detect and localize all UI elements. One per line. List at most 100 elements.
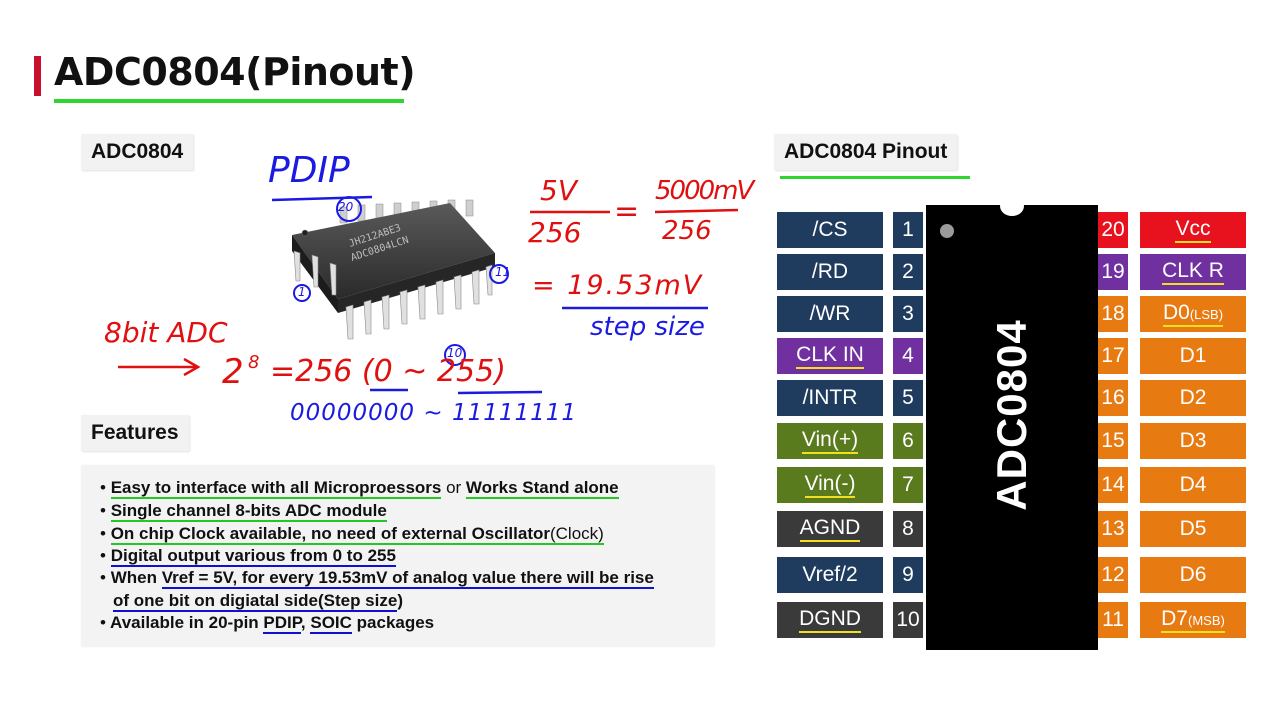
pin-name-18: D0(LSB) [1140,296,1246,332]
pin-name-17: D1 [1140,338,1246,374]
pin-label: AGND [799,516,861,542]
pin-label-text: D2 [1179,386,1207,409]
step-size-label: step size [590,312,705,342]
pin-label: CLK IN [796,343,864,369]
feature-item: • Easy to interface with all Microproess… [100,478,619,499]
pin-label-text: CLK R [1162,259,1224,282]
power-result: =256 (0 ~ 255) [270,354,506,389]
pin1-mark: 1 [298,285,306,299]
pin10-mark: 10 [447,346,463,360]
eq1-numerator: 5V [540,174,577,207]
title-underline [54,99,404,103]
pin-name-1: /CS [777,212,883,248]
feature-item: • Single channel 8-bits ADC module [100,501,387,522]
pin-label: /RD [811,260,849,283]
pin-label: /CS [812,218,848,241]
pin-label-text: D0 [1162,301,1190,324]
pin-label: D3 [1180,429,1207,453]
pin-number-7: 7 [893,467,923,503]
pin-name-12: D6 [1140,557,1246,593]
pin-label: D1 [1180,344,1207,368]
pin-label-text: D4 [1179,473,1207,496]
pin-number-11: 11 [1098,602,1128,638]
pin-number-10: 10 [893,602,923,638]
pin-number-18: 18 [1098,296,1128,332]
chip-label-box: ADC0804 [81,134,194,170]
pin-number-1: 1 [893,212,923,248]
pin-number-2: 2 [893,254,923,290]
feature-item: • On chip Clock available, no need of ex… [100,524,604,545]
pin-number-9: 9 [893,557,923,593]
pin-number-8: 8 [893,511,923,547]
pin-name-14: D4 [1140,467,1246,503]
chip-body [926,205,1098,650]
pin-name-15: D3 [1140,423,1246,459]
pin-name-13: D5 [1140,511,1246,547]
pin-label: /WR [809,302,851,325]
eq1-denominator: 256 [528,216,582,249]
feature-item-continued: of one bit on digiatal side(Step size) [113,591,403,612]
pin-number-12: 12 [1098,557,1128,593]
page-title: ADC0804(Pinout) [54,50,416,94]
pin-label-sub: (LSB) [1189,307,1224,322]
pin-label-sub: (MSB) [1188,613,1225,628]
pdip-handwriting: PDIP [268,150,350,191]
pin-label-text: D5 [1179,517,1207,540]
pin-label-text: D6 [1179,563,1207,586]
pin-label: Vin(-) [804,472,856,498]
pin-name-10: DGND [777,602,883,638]
pin-number-20: 20 [1098,212,1128,248]
pin-label: Vref/2 [802,563,858,586]
pin-number-17: 17 [1098,338,1128,374]
chip-photo: JH212ABE3 ADC0804LCN [292,199,495,340]
pin-name-20: Vcc [1140,212,1246,248]
chip-name: ADC0804 [988,319,1035,511]
pin-label-text: D7 [1161,607,1188,630]
features-panel [82,466,714,646]
pin-name-3: /WR [777,296,883,332]
pin-name-5: /INTR [777,380,883,416]
pinout-underline [780,176,970,179]
pin-number-3: 3 [893,296,923,332]
pin-label: D4 [1180,473,1207,497]
feature-item: • Digital output various from 0 to 255 [100,546,396,567]
pin-name-7: Vin(-) [777,467,883,503]
pin-name-19: CLK R [1140,254,1246,290]
binary-range: 00000000 ~ 11111111 [290,400,578,426]
pin-number-6: 6 [893,423,923,459]
eq1-right-numerator: 5000mV [655,176,754,206]
pin-label-text: D3 [1179,429,1207,452]
eq1-equals: = [614,194,640,229]
pin-label: /INTR [802,386,858,409]
pin-name-2: /RD [777,254,883,290]
power-base: 2 [222,352,244,392]
pin-number-5: 5 [893,380,923,416]
pin-name-4: CLK IN [777,338,883,374]
pin-label: D6 [1180,563,1207,587]
pin-label: Vin(+) [801,428,859,454]
pin20-mark: 20 [338,200,354,214]
chip-notch [1000,196,1024,216]
pin-name-11: D7(MSB) [1140,602,1246,638]
features-label-box: Features [81,415,189,451]
pin-name-16: D2 [1140,380,1246,416]
pin-name-9: Vref/2 [777,557,883,593]
pin11-mark: 11 [495,265,511,279]
pin-label: DGND [799,607,861,633]
pin-number-19: 19 [1098,254,1128,290]
pin-name-8: AGND [777,511,883,547]
pin1-dot [940,224,954,238]
pin-number-4: 4 [893,338,923,374]
pin-name-6: Vin(+) [777,423,883,459]
pin-number-16: 16 [1098,380,1128,416]
feature-item: • Available in 20-pin PDIP, SOIC package… [100,613,435,634]
pin-number-15: 15 [1098,423,1128,459]
pin-number-13: 13 [1098,511,1128,547]
title-accent-bar [34,56,41,96]
pin-label: D7(MSB) [1161,607,1225,633]
pin-label-text: Vcc [1175,217,1211,240]
power-exponent: 8 [248,352,260,373]
pin-number-14: 14 [1098,467,1128,503]
pin-label: D0(LSB) [1162,301,1224,327]
pin-label: D5 [1180,517,1207,541]
